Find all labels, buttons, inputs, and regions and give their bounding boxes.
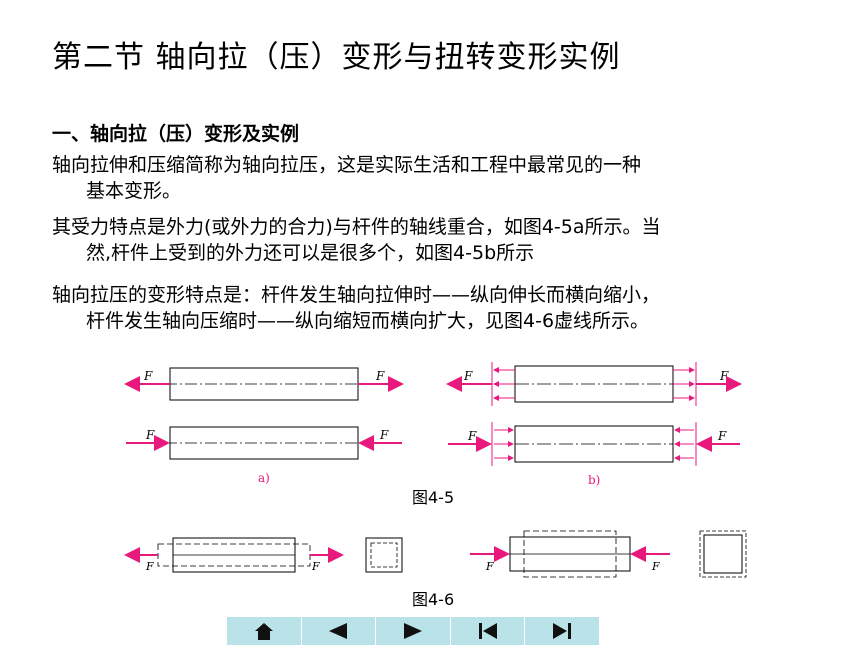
last-button[interactable]: [525, 617, 599, 645]
fig-4-6-force-label-left-2: F: [485, 560, 494, 573]
figure-4-5-caption: 图4-5: [412, 488, 455, 507]
fig-4-6-force-label-left: F: [145, 560, 154, 573]
fig-4-5a-force-label-left-2: F: [145, 428, 155, 442]
home-icon: [254, 623, 273, 640]
figure-4-6-caption: 图4-6: [412, 590, 455, 609]
fig-4-6-tension-bar: [124, 537, 403, 573]
fig-4-5b-tension-bar: [446, 362, 742, 406]
fig-4-5b-label: b): [588, 473, 600, 487]
fig-4-6-force-label-right-2: F: [651, 560, 660, 573]
fig-4-5b-force-label-right-2: F: [717, 429, 727, 443]
slide-title: 第二节 轴向拉（压）变形与扭转变形实例: [52, 40, 621, 75]
fig-4-5b-force-label-left: F: [463, 369, 473, 383]
paragraph-3-line-1: 轴向拉压的变形特点是：杆件发生轴向拉伸时——纵向伸长而横向缩小，: [52, 284, 661, 306]
fig-4-6-compression-bar: [470, 530, 747, 578]
paragraph-3-line-2: 杆件发生轴向压缩时——纵向缩短而横向扩大，见图4-6虚线所示。: [86, 310, 650, 332]
fig-4-5a-compression-bar: [126, 426, 402, 460]
fig-4-6-force-label-right: F: [311, 560, 320, 573]
paragraph-1-line-2: 基本变形。: [86, 180, 182, 202]
fig-4-5b-force-label-left-2: F: [467, 429, 477, 443]
fig-4-5a-tension-bar: [124, 367, 404, 401]
paragraph-3: 轴向拉压的变形特点是：杆件发生轴向拉伸时——纵向伸长而横向缩小， 杆件发生轴向压…: [52, 282, 832, 334]
fig-4-5b-compression-bar: [448, 422, 740, 466]
previous-icon: [329, 623, 348, 639]
last-icon: [553, 623, 572, 639]
paragraph-1-line-1: 轴向拉伸和压缩简称为轴向拉压，这是实际生活和工程中最常见的一种: [52, 154, 642, 176]
paragraph-2: 其受力特点是外力(或外力的合力)与杆件的轴线重合，如图4-5a所示。当 然,杆件…: [52, 214, 832, 266]
fig-4-5a-force-label-right: F: [375, 369, 385, 383]
fig-4-5b-force-label-right: F: [719, 369, 729, 383]
next-button[interactable]: [376, 617, 451, 645]
fig-4-5a-force-label-left: F: [143, 369, 153, 383]
paragraph-2-line-2: 然,杆件上受到的外力还可以是很多个，如图4-5b所示: [86, 242, 535, 264]
first-button[interactable]: [451, 617, 526, 645]
first-icon: [478, 623, 497, 639]
paragraph-2-line-1: 其受力特点是外力(或外力的合力)与杆件的轴线重合，如图4-5a所示。当: [52, 216, 661, 238]
section-heading: 一、轴向拉（压）变形及实例: [52, 123, 300, 145]
paragraph-1: 轴向拉伸和压缩简称为轴向拉压，这是实际生活和工程中最常见的一种 基本变形。: [52, 152, 832, 204]
next-icon: [403, 623, 422, 639]
previous-button[interactable]: [302, 617, 377, 645]
fig-4-5a-label: a): [258, 471, 270, 485]
slide-navigation-bar: [227, 617, 599, 645]
home-button[interactable]: [227, 617, 302, 645]
fig-4-5a-force-label-right-2: F: [379, 428, 389, 442]
